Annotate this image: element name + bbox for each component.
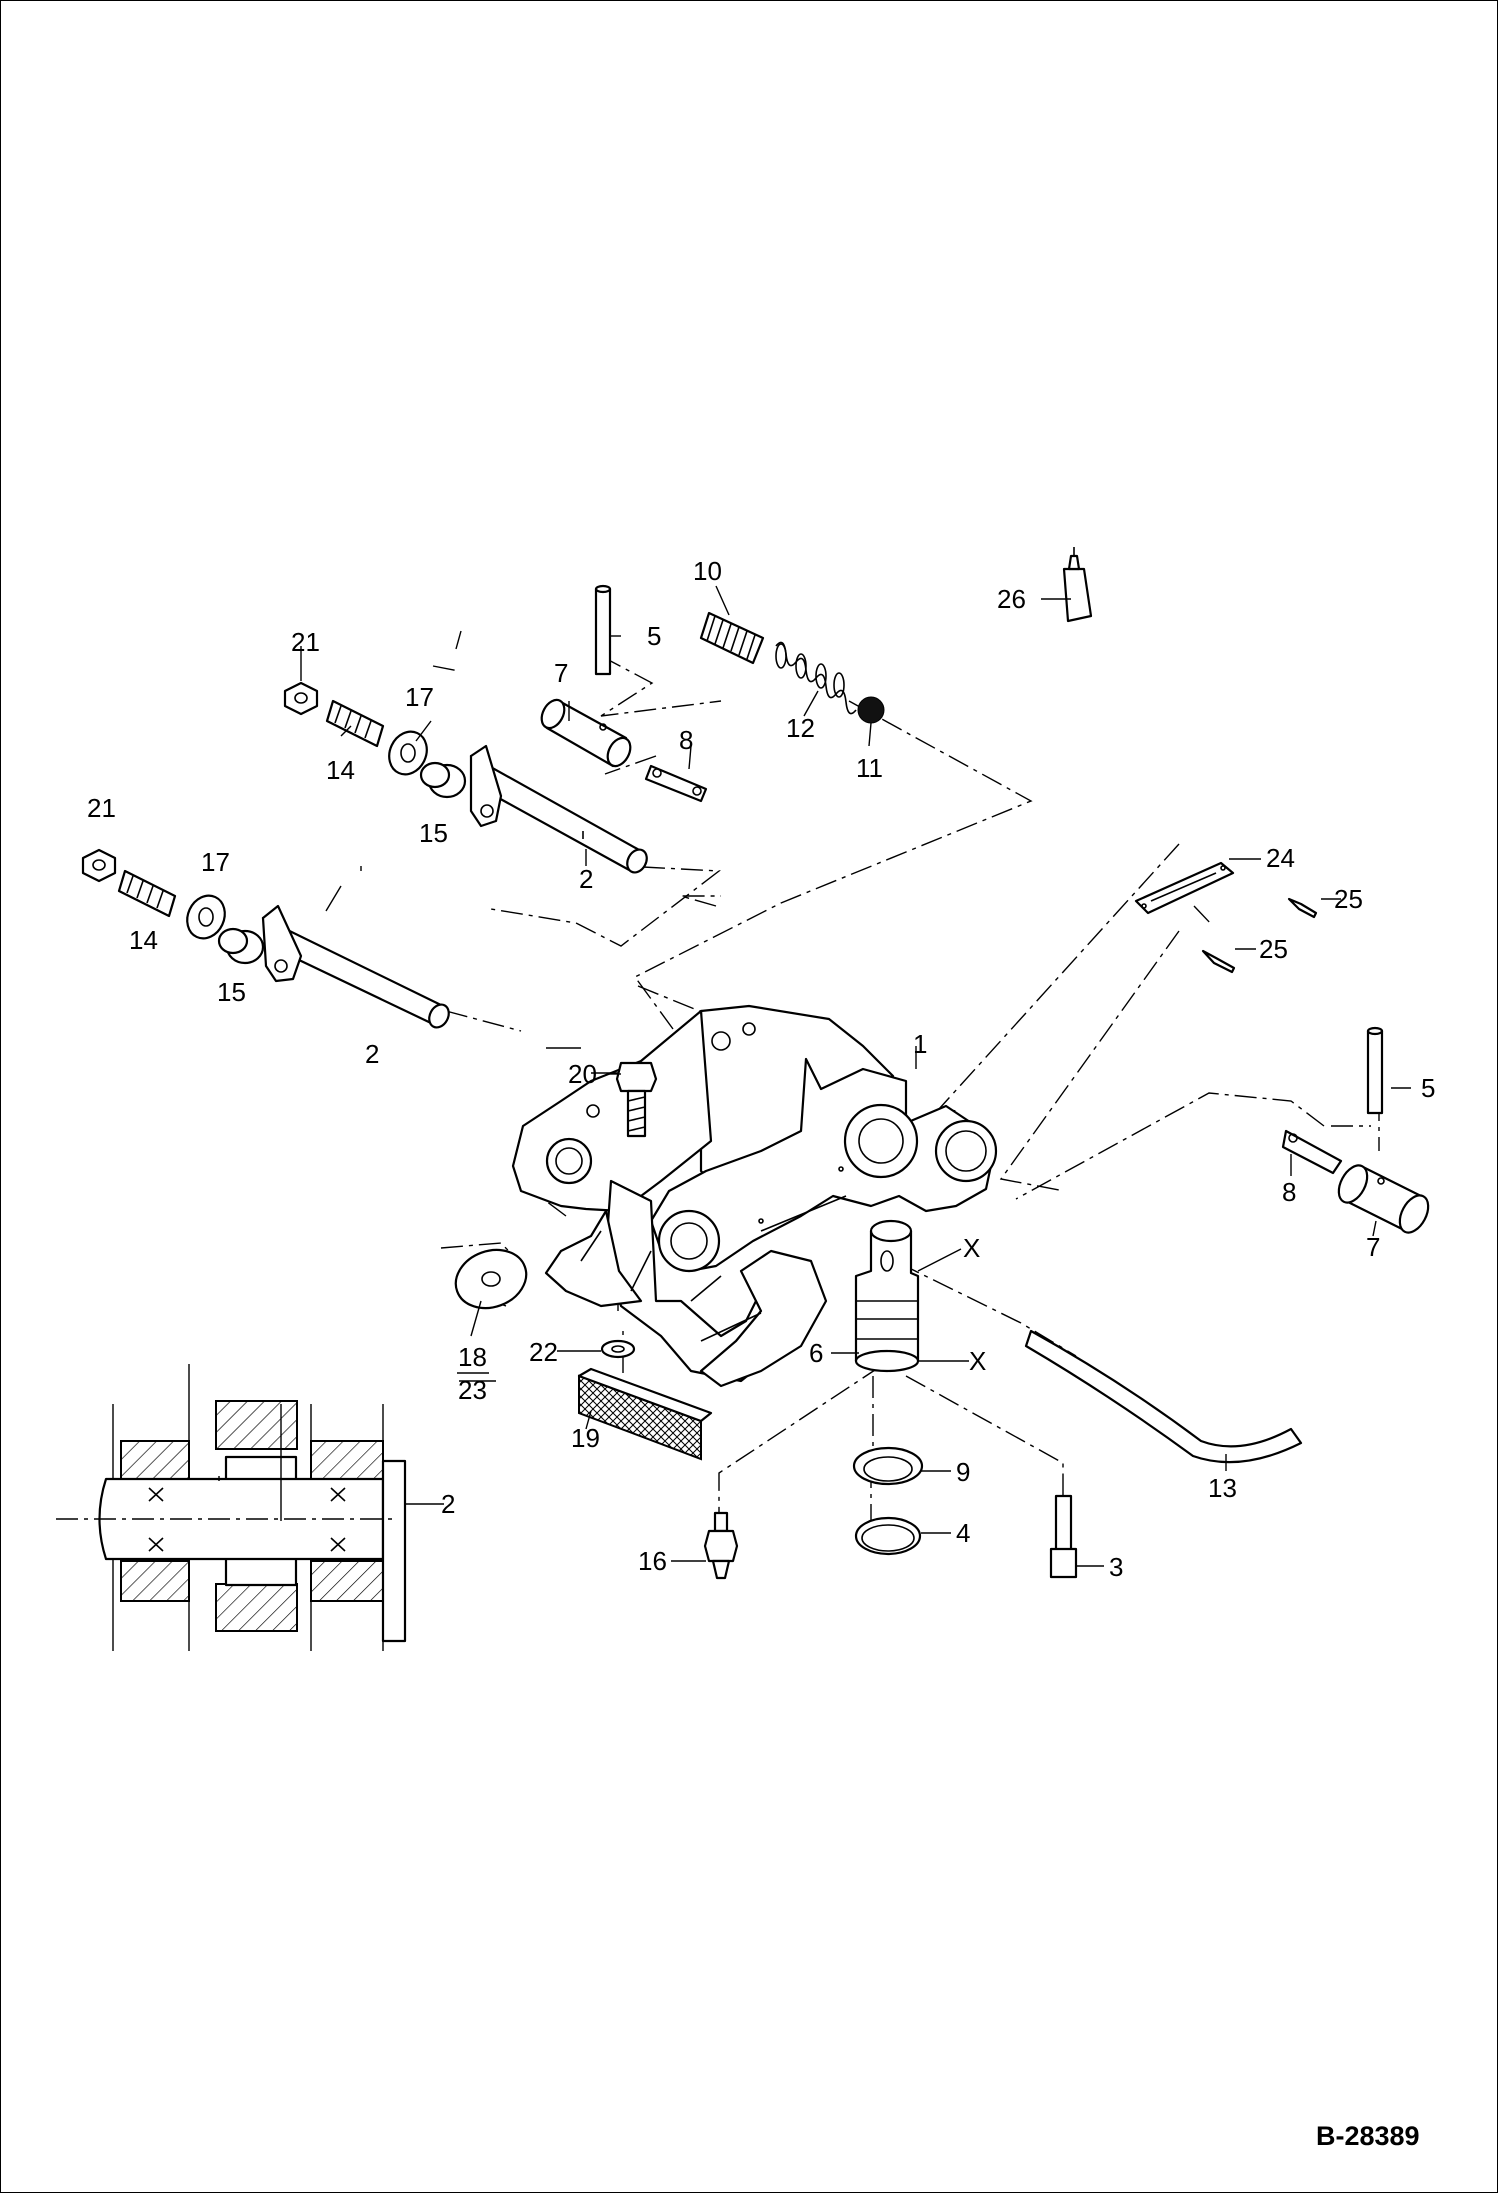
plate-right — [1281, 1129, 1343, 1175]
callout-22: 22 — [529, 1337, 558, 1367]
callout-10: 10 — [693, 556, 722, 586]
pin-lower — [261, 904, 450, 1029]
callout-6: 6 — [809, 1338, 823, 1368]
callout-8-upper: 8 — [679, 725, 693, 755]
spring — [775, 641, 857, 715]
bolt-3 — [1049, 1494, 1078, 1579]
callout-17-lower: 17 — [201, 847, 230, 877]
callout-18: 18 — [458, 1342, 487, 1372]
rod-upper — [594, 584, 612, 676]
screw-lower — [117, 869, 177, 918]
section-mark-upper: X — [963, 1233, 980, 1263]
callout-4: 4 — [956, 1518, 970, 1548]
sleeve-upper — [540, 698, 632, 768]
bushing-upper — [419, 761, 467, 799]
callout-1: 1 — [913, 1029, 927, 1059]
circlip — [854, 1516, 922, 1556]
quick-coupler-body — [511, 1004, 998, 1388]
hose — [1024, 1329, 1303, 1464]
rod-right — [1366, 1026, 1384, 1115]
wear-block — [577, 1367, 713, 1461]
shim-washer — [454, 1248, 528, 1310]
bushing-lower — [217, 927, 265, 965]
washer-upper — [388, 730, 428, 776]
callout-15-lower: 15 — [217, 977, 246, 1007]
callout-8-right: 8 — [1282, 1177, 1296, 1207]
callout-2-upper: 2 — [579, 864, 593, 894]
sleeve-right — [1337, 1164, 1430, 1234]
callout-13: 13 — [1208, 1473, 1237, 1503]
rivet-1 — [1287, 897, 1318, 919]
callout-24: 24 — [1266, 843, 1295, 873]
callout-3: 3 — [1109, 1552, 1123, 1582]
callout-19: 19 — [571, 1423, 600, 1453]
nut-upper — [283, 681, 319, 716]
callout-25-lower: 25 — [1259, 934, 1288, 964]
section-detail — [56, 1364, 407, 1651]
grease-fitting — [703, 1511, 739, 1580]
callout-23: 23 — [458, 1375, 487, 1405]
small-washer — [600, 1339, 636, 1359]
seal-ring — [852, 1446, 924, 1486]
document-id: B-28389 — [1316, 2121, 1420, 2151]
callout-labels: 1 2 2 2 3 4 5 5 6 7 7 8 8 9 10 11 12 13 … — [87, 556, 1435, 1582]
callout-2-lower: 2 — [365, 1039, 379, 1069]
plate-upper — [644, 764, 708, 803]
callout-7-right: 7 — [1366, 1232, 1380, 1262]
callout-20: 20 — [568, 1059, 597, 1089]
callout-14-upper: 14 — [326, 755, 355, 785]
locking-cylinder — [854, 1219, 920, 1373]
callout-11: 11 — [856, 753, 883, 783]
nut-lower — [81, 848, 117, 883]
callout-17-upper: 17 — [405, 682, 434, 712]
callout-2-section: 2 — [441, 1489, 455, 1519]
callout-15-upper: 15 — [419, 818, 448, 848]
washer-lower — [186, 894, 226, 940]
screw-upper — [325, 699, 385, 748]
adhesive-tube — [1062, 547, 1093, 623]
callout-21-upper: 21 — [291, 627, 320, 657]
bolt-20 — [615, 1061, 658, 1138]
name-plate — [1134, 861, 1235, 915]
callout-5-upper: 5 — [647, 621, 661, 651]
callout-25-upper: 25 — [1334, 884, 1363, 914]
pin-upper — [469, 744, 648, 874]
ball — [857, 696, 885, 724]
callout-5-right: 5 — [1421, 1073, 1435, 1103]
plunger — [699, 611, 765, 665]
leader-lines — [218, 585, 1411, 1567]
rivet-2 — [1201, 949, 1236, 974]
callout-26: 26 — [997, 584, 1026, 614]
section-mark-lower: X — [969, 1346, 986, 1376]
callout-16: 16 — [638, 1546, 667, 1576]
callout-21-lower: 21 — [87, 793, 116, 823]
callout-14-lower: 14 — [129, 925, 158, 955]
callout-12: 12 — [786, 713, 815, 743]
callout-7-upper: 7 — [554, 658, 568, 688]
callout-9: 9 — [956, 1457, 970, 1487]
